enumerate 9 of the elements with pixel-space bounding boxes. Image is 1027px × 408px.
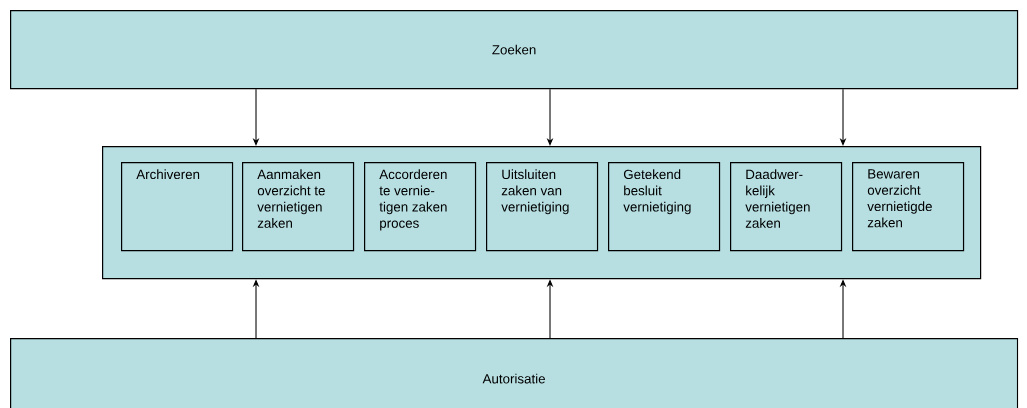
process-box: Getekend besluit vernietiging	[608, 162, 721, 252]
process-box: Daadwer- kelijk vernietigen zaken	[730, 162, 843, 252]
process-box: Accorderen te vernie- tigen zaken proces	[364, 162, 477, 252]
process-box: Aanmaken overzicht te vernietigen zaken	[242, 162, 355, 252]
process-box: Uitsluiten zaken van vernietiging	[486, 162, 599, 252]
process-box: Archiveren	[121, 162, 234, 252]
band-box: Zoeken	[10, 10, 1019, 90]
band-box: Autorisatie	[10, 338, 1019, 408]
process-box: Bewaren overzicht vernietigde zaken	[852, 162, 965, 252]
